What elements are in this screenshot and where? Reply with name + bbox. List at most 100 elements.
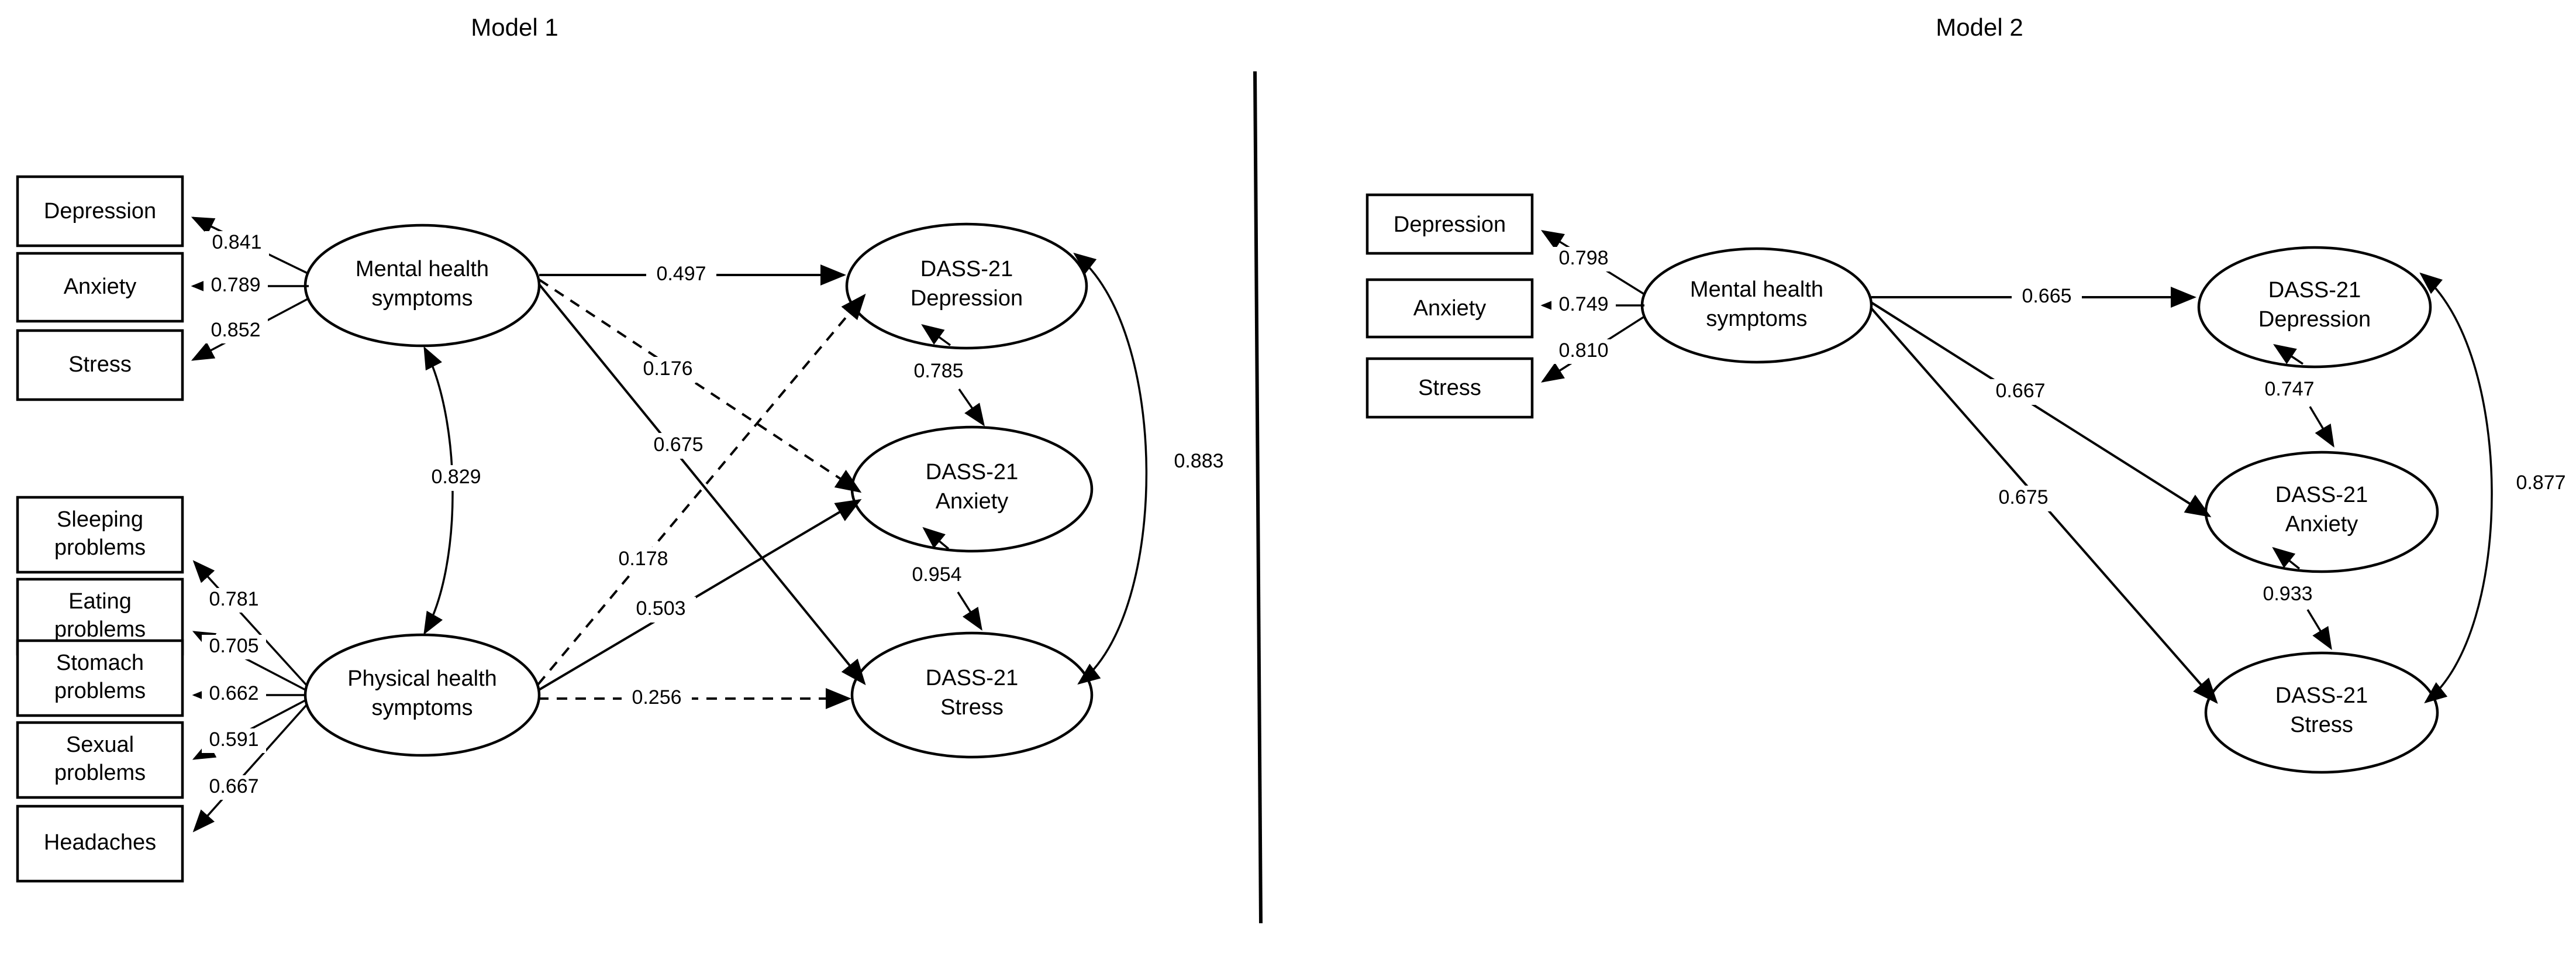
m1-box-eating-problems-label-line2: problems xyxy=(54,617,146,642)
m2-dass-str-label-line2: Stress xyxy=(2290,713,2353,737)
m2-dass-str-label-line1: DASS-21 xyxy=(2275,683,2368,708)
m1-ellipse-dass21-stress[interactable] xyxy=(850,631,1094,759)
m2-coef-bg-9 xyxy=(2508,471,2576,497)
m1-arrow-dassstr-to-dassanx xyxy=(922,527,950,550)
m1-coef-dassanx-dassstr: 0.954 xyxy=(912,563,961,586)
m1-coef-bg-15 xyxy=(622,686,692,711)
m1-box-sleeping-problems-label-line2: problems xyxy=(54,535,146,560)
m1-ellipse-physical-label-line1: Physical health xyxy=(347,666,497,691)
m1-loading-arrow-sleeping xyxy=(192,560,308,687)
m2-coef-dassdep-dassanx: 0.747 xyxy=(2264,378,2314,400)
m2-coef-bg-6 xyxy=(1988,486,2058,511)
m2-coef-dassdep-dassstr-covariance: 0.877 xyxy=(2516,472,2565,494)
m1-loading-arrow-headaches xyxy=(192,703,308,833)
m1-dass-dep-label-line2: Depression xyxy=(911,286,1023,311)
m1-coef-bg-4 xyxy=(202,588,266,613)
m1-coef-bg-10 xyxy=(646,262,716,288)
m2-arrow-dassanx-to-dassdep xyxy=(2273,344,2303,365)
m2-coef-bg-4 xyxy=(2012,284,2082,310)
m1-box-eating-problems-label-line1: Eating xyxy=(68,589,132,614)
m1-dass-anx-label-line1: DASS-21 xyxy=(926,460,1018,484)
m1-coef-bg-5 xyxy=(202,635,266,659)
m2-ellipse-mental-label-line1: Mental health xyxy=(1690,277,1823,302)
m1-ellipse-mental-label-line1: Mental health xyxy=(356,257,489,281)
m1-path-mh-to-dass-anxiety xyxy=(538,278,862,493)
m1-dass-str-label-line1: DASS-21 xyxy=(926,666,1018,690)
m1-box-stress-label: Stress xyxy=(68,352,132,377)
m1-coef-bg-2 xyxy=(204,274,268,298)
m1-coef-bg-3 xyxy=(204,319,268,343)
m1-dass-str-label-line2: Stress xyxy=(940,695,1003,720)
m1-coef-bg-6 xyxy=(202,682,266,707)
m1-box-stomach-problems[interactable] xyxy=(16,639,184,717)
m2-box-depression[interactable] xyxy=(1365,193,1534,255)
m2-box-stress-label: Stress xyxy=(1418,376,1481,400)
m1-covariance-curve-mental-physical xyxy=(423,346,454,635)
m2-ellipse-mental-health-symptoms[interactable] xyxy=(1640,247,1873,364)
m2-box-anxiety-label: Anxiety xyxy=(1413,296,1487,321)
m1-coef-bg-13 xyxy=(608,547,678,573)
m1-coef-bg-1 xyxy=(205,231,269,256)
m1-coef-ph-eating: 0.705 xyxy=(209,635,258,657)
m1-coef-ph-to-dassdep: 0.178 xyxy=(618,548,668,570)
m1-ellipse-mental-label-line2: symptoms xyxy=(371,286,473,311)
m1-coef-ph-to-dassanx: 0.503 xyxy=(636,597,685,620)
m1-box-stomach-problems-label-line1: Stomach xyxy=(56,651,144,675)
m2-dass-dep-label-line1: DASS-21 xyxy=(2268,278,2361,302)
m1-box-headaches[interactable] xyxy=(16,804,184,883)
m1-ellipse-physical-health-symptoms[interactable] xyxy=(304,633,541,757)
m2-dass-anx-label-line1: DASS-21 xyxy=(2275,483,2368,507)
m1-ellipse-mental-health-symptoms[interactable] xyxy=(304,223,541,348)
m1-ellipse-physical-label-line2: symptoms xyxy=(371,696,473,720)
m2-coef-mh-depression: 0.798 xyxy=(1558,247,1608,269)
m2-arrow-dassdep-to-dassanx xyxy=(2309,406,2334,448)
m2-coef-bg-7 xyxy=(2254,377,2325,403)
m1-box-stress[interactable] xyxy=(16,329,184,401)
m1-dass-dep-label-line1: DASS-21 xyxy=(920,257,1013,281)
m1-coef-bg-18 xyxy=(1164,449,1234,475)
m1-box-headaches-label: Headaches xyxy=(44,830,156,855)
m2-box-anxiety[interactable] xyxy=(1365,278,1534,339)
m1-coef-ph-to-dassstr: 0.256 xyxy=(632,686,681,709)
m1-box-sexual-problems[interactable] xyxy=(16,721,184,799)
m2-box-stress[interactable] xyxy=(1365,357,1534,419)
m1-box-depression[interactable] xyxy=(16,175,184,247)
m1-coef-bg-11 xyxy=(633,357,703,383)
m1-arrow-dassanx-to-dassstr xyxy=(957,592,982,631)
m2-coef-mh-to-dassanx: 0.667 xyxy=(1995,380,2045,402)
m2-coef-dassanx-dassstr: 0.933 xyxy=(2263,583,2312,605)
m2-coef-bg-1 xyxy=(1551,247,1616,271)
m2-coef-mh-stress: 0.810 xyxy=(1558,339,1608,362)
m1-coef-dassdep-dassanx: 0.785 xyxy=(913,360,963,382)
m2-coef-bg-3 xyxy=(1551,339,1616,364)
m1-coef-bg-17 xyxy=(902,563,972,589)
m1-box-stomach-problems-label-line2: problems xyxy=(54,679,146,703)
m2-ellipse-mental-label-line2: symptoms xyxy=(1706,307,1807,331)
m1-coef-ph-sleeping: 0.781 xyxy=(209,588,258,610)
m2-coef-bg-2 xyxy=(1551,293,1616,318)
m2-arrow-dassstr-to-dassanx xyxy=(2272,546,2301,570)
m1-arrow-dassdep-to-dassanx xyxy=(958,388,985,427)
m1-coef-mh-anxiety: 0.789 xyxy=(211,274,260,296)
m2-arrow-dassanx-to-dassstr xyxy=(2306,609,2332,650)
m2-path-mh-to-dass-anxiety xyxy=(1870,301,2212,518)
m1-coef-mh-to-dassstr: 0.675 xyxy=(653,434,703,456)
m1-path-ph-to-dass-anxiety xyxy=(537,498,862,692)
m2-ellipse-dass21-stress[interactable] xyxy=(2204,651,2439,774)
m1-covariance-curve-dassdep-dassstr xyxy=(1073,252,1148,685)
m1-box-sleeping-problems[interactable] xyxy=(16,496,184,574)
m1-coef-mh-stress: 0.852 xyxy=(211,319,260,341)
m1-coef-mh-ph-covariance: 0.829 xyxy=(431,466,481,488)
m1-box-depression-label: Depression xyxy=(44,199,156,223)
m1-coef-bg-16 xyxy=(904,359,974,385)
m2-coef-mh-to-dassdep: 0.665 xyxy=(2022,285,2071,307)
m1-coef-bg-14 xyxy=(626,597,696,623)
m2-box-depression-label: Depression xyxy=(1394,212,1506,237)
m1-coef-mh-to-dassdep: 0.497 xyxy=(656,263,706,285)
m1-box-anxiety[interactable] xyxy=(16,252,184,323)
panel-divider xyxy=(1253,71,1263,924)
m1-path-mh-to-dass-stress xyxy=(538,283,866,686)
m1-box-sexual-problems-label-line1: Sexual xyxy=(66,733,134,757)
